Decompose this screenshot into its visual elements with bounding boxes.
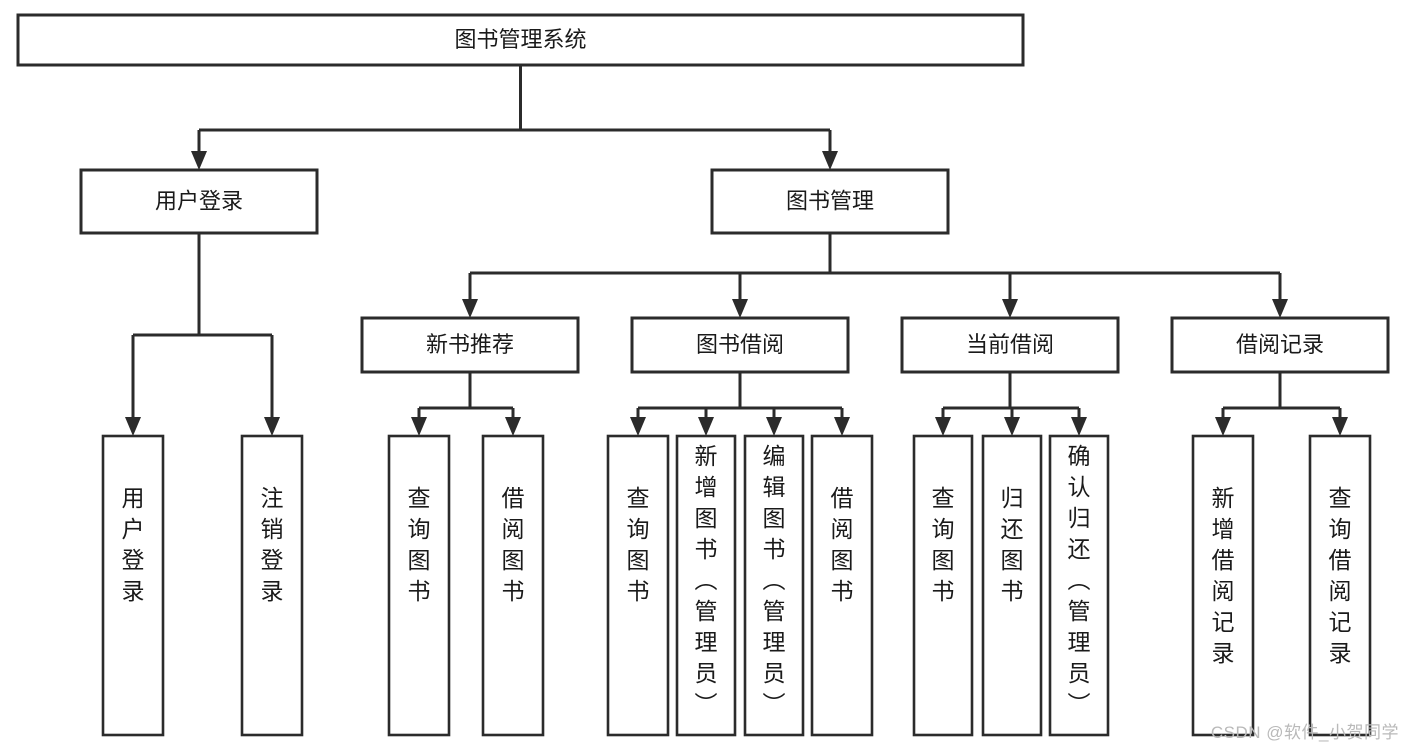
edge-arrowhead (1332, 417, 1348, 436)
node-label-user-login: 用户登录 (155, 188, 243, 213)
node-label-leaf-user-login: 用户登录 (122, 485, 145, 604)
node-label-leaf-confirm-return: 确认归还︵管理员︶ (1068, 443, 1091, 717)
node-box-leaf-borrow-book-2[interactable] (810, 434, 874, 737)
edge-arrowhead (125, 417, 141, 436)
edge-arrowhead (698, 417, 714, 436)
edge-arrowhead (462, 299, 478, 318)
node-box-borrow-record[interactable] (1170, 316, 1390, 374)
edge-arrowhead (822, 151, 838, 170)
edge-arrowhead (191, 151, 207, 170)
node-box-leaf-edit-book[interactable] (743, 434, 805, 737)
node-leaf-user-logout[interactable]: 注销登录 (240, 434, 304, 737)
node-label-leaf-add-book: 新增图书︵管理员︶ (695, 443, 718, 717)
node-leaf-borrow-book-1[interactable]: 借阅图书 (481, 434, 545, 737)
node-box-root[interactable] (16, 13, 1025, 67)
node-leaf-add-book[interactable]: 新增图书︵管理员︶ (675, 434, 737, 737)
edge-arrowhead (732, 299, 748, 318)
node-label-book-manage: 图书管理 (786, 188, 874, 213)
node-leaf-user-login[interactable]: 用户登录 (101, 434, 165, 737)
edge-arrowhead (1071, 417, 1087, 436)
node-leaf-confirm-return[interactable]: 确认归还︵管理员︶ (1048, 434, 1110, 737)
edge-arrowhead (505, 417, 521, 436)
node-book-manage[interactable]: 图书管理 (710, 168, 950, 235)
node-new-book-rec[interactable]: 新书推荐 (360, 316, 580, 374)
node-book-borrow[interactable]: 图书借阅 (630, 316, 850, 374)
node-label-leaf-add-record: 新增借阅记录 (1212, 485, 1235, 666)
node-label-leaf-borrow-book-2: 借阅图书 (831, 485, 854, 604)
node-box-leaf-borrow-book-1[interactable] (481, 434, 545, 737)
node-box-leaf-query-book-1[interactable] (387, 434, 451, 737)
edge-arrowhead (935, 417, 951, 436)
node-box-leaf-return-book[interactable] (981, 434, 1043, 737)
node-box-leaf-query-record[interactable] (1308, 434, 1372, 737)
node-label-leaf-edit-book: 编辑图书︵管理员︶ (763, 443, 786, 717)
node-box-user-login[interactable] (79, 168, 319, 235)
edge-arrowhead (1004, 417, 1020, 436)
edge-arrowhead (1272, 299, 1288, 318)
edge-arrowhead (1002, 299, 1018, 318)
node-label-current-borrow: 当前借阅 (966, 332, 1054, 357)
node-leaf-edit-book[interactable]: 编辑图书︵管理员︶ (743, 434, 805, 737)
node-user-login[interactable]: 用户登录 (79, 168, 319, 235)
node-root[interactable]: 图书管理系统 (16, 13, 1025, 67)
node-label-leaf-query-book-1: 查询图书 (408, 485, 431, 604)
node-label-root: 图书管理系统 (454, 27, 586, 52)
node-box-leaf-user-logout[interactable] (240, 434, 304, 737)
node-label-leaf-query-book-2: 查询图书 (627, 485, 650, 604)
node-box-book-borrow[interactable] (630, 316, 850, 374)
edge-arrowhead (766, 417, 782, 436)
node-leaf-return-book[interactable]: 归还图书 (981, 434, 1043, 737)
node-label-leaf-return-book: 归还图书 (1001, 485, 1024, 604)
node-box-leaf-confirm-return[interactable] (1048, 434, 1110, 737)
node-label-borrow-record: 借阅记录 (1236, 332, 1324, 357)
node-leaf-query-book-3[interactable]: 查询图书 (912, 434, 974, 737)
node-label-leaf-query-book-3: 查询图书 (932, 485, 955, 604)
node-leaf-borrow-book-2[interactable]: 借阅图书 (810, 434, 874, 737)
node-box-leaf-query-book-2[interactable] (606, 434, 670, 737)
edge-arrowhead (834, 417, 850, 436)
edge-arrowhead (411, 417, 427, 436)
nodes-layer: 图书管理系统用户登录图书管理新书推荐图书借阅当前借阅借阅记录用户登录注销登录查询… (16, 13, 1390, 737)
node-label-new-book-rec: 新书推荐 (426, 332, 514, 357)
node-label-leaf-borrow-book-1: 借阅图书 (502, 485, 525, 604)
edge-arrowhead (264, 417, 280, 436)
node-current-borrow[interactable]: 当前借阅 (900, 316, 1120, 374)
node-box-current-borrow[interactable] (900, 316, 1120, 374)
node-box-leaf-add-record[interactable] (1191, 434, 1255, 737)
node-box-leaf-add-book[interactable] (675, 434, 737, 737)
node-label-book-borrow: 图书借阅 (696, 332, 784, 357)
node-borrow-record[interactable]: 借阅记录 (1170, 316, 1390, 374)
node-leaf-query-book-2[interactable]: 查询图书 (606, 434, 670, 737)
node-box-leaf-user-login[interactable] (101, 434, 165, 737)
node-label-leaf-query-record: 查询借阅记录 (1329, 485, 1352, 666)
edges-layer (125, 65, 1348, 436)
node-leaf-add-record[interactable]: 新增借阅记录 (1191, 434, 1255, 737)
edge-arrowhead (1215, 417, 1231, 436)
node-box-new-book-rec[interactable] (360, 316, 580, 374)
node-label-leaf-user-logout: 注销登录 (261, 485, 284, 604)
edge-arrowhead (630, 417, 646, 436)
node-box-book-manage[interactable] (710, 168, 950, 235)
node-leaf-query-record[interactable]: 查询借阅记录 (1308, 434, 1372, 737)
node-leaf-query-book-1[interactable]: 查询图书 (387, 434, 451, 737)
csdn-watermark: CSDN @软件_小贺同学 (1210, 723, 1399, 742)
node-box-leaf-query-book-3[interactable] (912, 434, 974, 737)
